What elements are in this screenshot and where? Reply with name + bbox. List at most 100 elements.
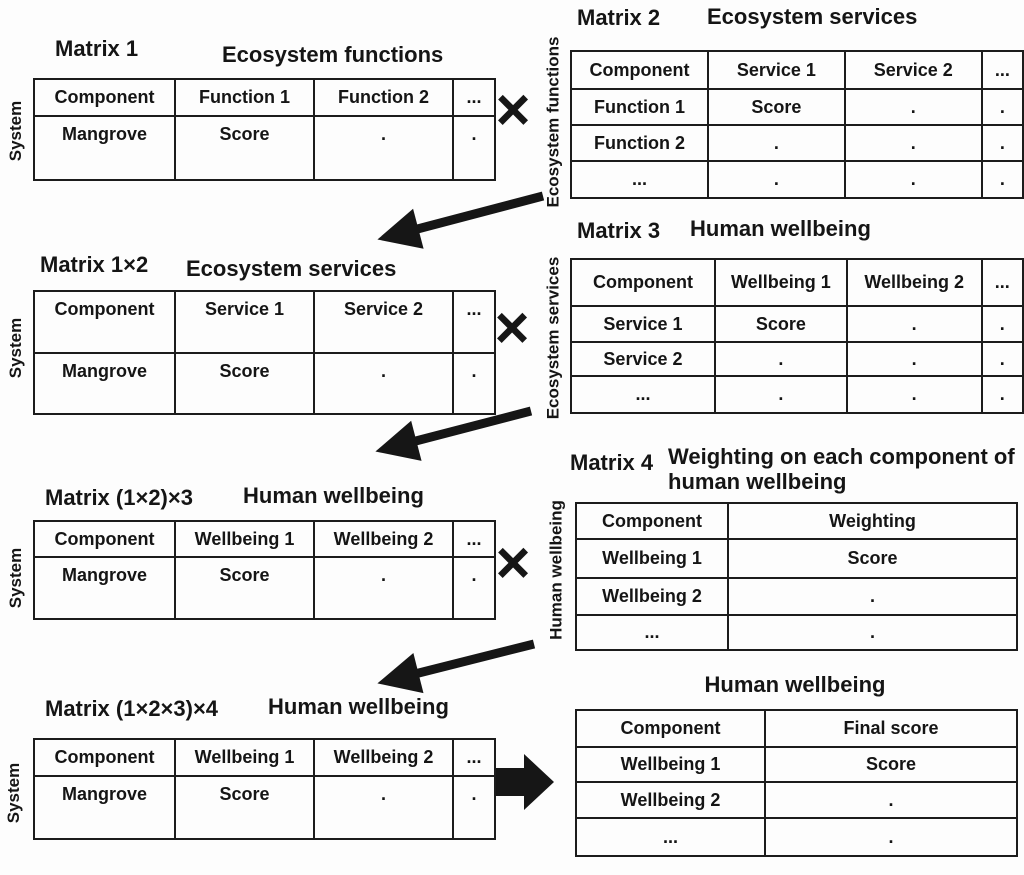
header-cell: Weighting <box>727 502 1018 540</box>
matrix4-label: Matrix 4 <box>570 450 654 475</box>
data-cell: . <box>845 341 983 377</box>
arrow-matrix4-to-matrix1x2x3x4-icon <box>377 639 536 694</box>
data-cell: Score <box>174 556 315 620</box>
header-cell: Function 2 <box>313 78 454 117</box>
matrix4-title: Weighting on each component of human wel… <box>668 444 1015 494</box>
header-cell: Wellbeing 2 <box>845 258 983 307</box>
data-cell: . <box>980 375 1024 414</box>
header-cell: Component <box>33 78 176 117</box>
final-title: Human wellbeing <box>704 672 886 697</box>
header-cell: Service 2 <box>843 50 983 90</box>
data-cell: Function 2 <box>570 124 709 162</box>
data-cell: Wellbeing 2 <box>575 577 729 616</box>
data-cell: Function 1 <box>570 88 709 126</box>
arrow-matrix2-to-matrix1x2-icon <box>377 191 545 249</box>
data-cell: . <box>706 124 846 162</box>
header-cell: Service 2 <box>313 290 454 354</box>
matrix3-label: Matrix 3 <box>577 218 661 243</box>
data-cell: Score <box>764 746 1018 783</box>
header-cell: Component <box>570 258 716 307</box>
data-cell: . <box>713 341 848 377</box>
matrix1x2-label: Matrix 1×2 <box>40 252 149 277</box>
data-cell: Score <box>713 305 848 343</box>
matrix4-side-label: Human wellbeing <box>546 500 566 640</box>
matrix3-title: Human wellbeing <box>690 216 871 241</box>
data-cell: . <box>845 305 983 343</box>
matrix1-side-label: System <box>6 100 25 162</box>
header-cell: Wellbeing 1 <box>174 520 315 558</box>
header-cell: Component <box>575 502 729 540</box>
matrix1x2-side-label: System <box>6 317 25 379</box>
data-cell: ... <box>575 817 766 857</box>
data-cell: . <box>980 160 1024 199</box>
data-cell: Mangrove <box>33 352 176 415</box>
matrix1-title: Ecosystem functions <box>222 42 444 67</box>
data-cell: . <box>452 775 496 840</box>
header-cell: ... <box>980 50 1024 90</box>
matrix1x2-title: Ecosystem services <box>186 256 397 281</box>
matrix2-side-label: Ecosystem functions <box>543 36 563 208</box>
data-cell: . <box>706 160 846 199</box>
header-cell: Wellbeing 2 <box>313 520 454 558</box>
matrix1-label: Matrix 1 <box>55 36 139 61</box>
data-cell: Service 2 <box>570 341 716 377</box>
data-cell: . <box>764 817 1018 857</box>
header-cell: Component <box>33 290 176 354</box>
data-cell: Score <box>727 538 1018 579</box>
data-cell: Score <box>706 88 846 126</box>
header-cell: Component <box>575 709 766 748</box>
data-cell: Wellbeing 1 <box>575 746 766 783</box>
header-cell: Wellbeing 2 <box>313 738 454 777</box>
header-cell: Wellbeing 1 <box>174 738 315 777</box>
multiply-icon: × <box>494 294 530 361</box>
data-cell: . <box>313 115 454 181</box>
data-cell: ... <box>570 375 716 414</box>
matrix1x2x3x4-label: Matrix (1×2×3)×4 <box>45 696 219 721</box>
data-cell: Mangrove <box>33 775 176 840</box>
header-cell: Component <box>33 738 176 777</box>
data-cell: Wellbeing 2 <box>575 781 766 819</box>
data-cell: . <box>843 124 983 162</box>
matrix1x2x3-label: Matrix (1×2)×3 <box>45 485 193 510</box>
data-cell: . <box>843 160 983 199</box>
data-cell: . <box>727 614 1018 651</box>
data-cell: Service 1 <box>570 305 716 343</box>
data-cell: . <box>313 556 454 620</box>
matrix2-title: Ecosystem services <box>707 4 918 29</box>
header-cell: Service 1 <box>706 50 846 90</box>
data-cell: . <box>313 775 454 840</box>
header-cell: Final score <box>764 709 1018 748</box>
header-cell: Component <box>570 50 709 90</box>
header-cell: Service 1 <box>174 290 315 354</box>
matrix1x2x3-title: Human wellbeing <box>243 483 424 508</box>
header-cell: Component <box>33 520 176 558</box>
data-cell: . <box>843 88 983 126</box>
data-cell: . <box>452 352 496 415</box>
data-cell: . <box>452 556 496 620</box>
data-cell: . <box>727 577 1018 616</box>
data-cell: . <box>764 781 1018 819</box>
data-cell: Score <box>174 115 315 181</box>
matrix1x2x3-side-label: System <box>6 547 25 609</box>
matrix1x2x3x4-title: Human wellbeing <box>268 694 449 719</box>
data-cell: Score <box>174 775 315 840</box>
data-cell: . <box>452 115 496 181</box>
data-cell: . <box>980 341 1024 377</box>
multiply-icon: × <box>495 76 531 143</box>
data-cell: . <box>980 124 1024 162</box>
header-cell: ... <box>452 520 496 558</box>
multiply-icon: × <box>495 529 531 596</box>
data-cell: ... <box>570 160 709 199</box>
data-cell: . <box>845 375 983 414</box>
header-cell: Wellbeing 1 <box>713 258 848 307</box>
header-cell: ... <box>452 290 496 354</box>
data-cell: Score <box>174 352 315 415</box>
data-cell: Mangrove <box>33 115 176 181</box>
